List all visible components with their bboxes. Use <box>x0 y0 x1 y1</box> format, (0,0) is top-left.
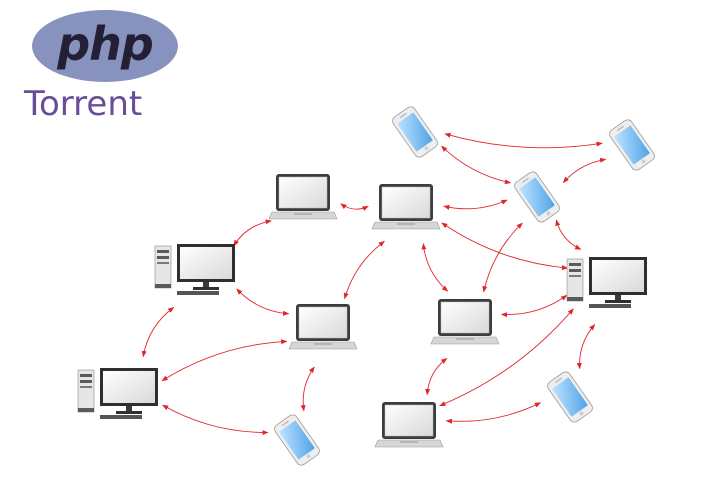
connection-links <box>141 132 607 436</box>
link-laptop-top-center-to-desktop-right <box>441 222 569 271</box>
phone-bottom-right-phone-icon <box>547 371 593 423</box>
link-laptop-top-center-to-laptop-mid-right <box>421 243 449 292</box>
laptop-mid-left-laptop-icon <box>288 304 358 350</box>
php-torrent-logo: php Torrent <box>24 10 178 124</box>
link-laptop-mid-right-to-desktop-right <box>500 294 568 318</box>
php-logo-oval <box>32 10 178 82</box>
link-laptop-bottom-center-to-phone-bottom-right <box>445 402 542 424</box>
link-desktop-right-to-phone-bottom-right <box>576 324 596 370</box>
link-laptop-top-left-to-desktop-left <box>233 219 272 247</box>
desktop-right-desktop-icon <box>566 257 647 308</box>
torrent-title: Torrent <box>24 84 143 124</box>
link-phone-center-to-laptop-mid-right <box>482 222 523 293</box>
link-phone-center-to-desktop-right <box>555 219 582 250</box>
desktop-bottom-left-desktop-icon <box>77 368 158 419</box>
laptop-bottom-center-laptop-icon <box>374 402 444 448</box>
phone-bottom-left-phone-icon <box>274 414 320 466</box>
link-phone-top-left-to-phone-top-right <box>444 132 603 149</box>
link-laptop-top-left-to-laptop-top-center <box>340 203 369 212</box>
link-desktop-left-to-laptop-mid-left <box>236 288 290 316</box>
phone-top-right-phone-icon <box>609 119 655 171</box>
link-phone-top-right-to-phone-center <box>562 157 607 184</box>
phone-center-phone-icon <box>514 171 560 223</box>
link-desktop-left-to-desktop-bottom-left <box>141 307 175 358</box>
network-nodes <box>77 106 655 466</box>
link-laptop-top-center-to-laptop-mid-left <box>343 240 385 300</box>
php-logo-text: php <box>57 17 154 71</box>
link-laptop-bottom-center-to-desktop-right <box>439 308 574 407</box>
link-laptop-mid-right-to-laptop-bottom-center <box>425 358 448 396</box>
link-laptop-mid-left-to-phone-bottom-left <box>300 366 315 412</box>
link-laptop-mid-left-to-desktop-bottom-left <box>161 339 288 382</box>
phone-top-left-phone-icon <box>392 106 438 158</box>
laptop-mid-right-laptop-icon <box>430 299 500 345</box>
laptop-top-left-laptop-icon <box>268 174 338 220</box>
desktop-left-desktop-icon <box>154 244 235 295</box>
link-phone-top-left-to-phone-center <box>441 145 512 185</box>
link-desktop-bottom-left-to-phone-bottom-left <box>162 404 269 436</box>
link-laptop-top-center-to-phone-center <box>443 199 508 210</box>
laptop-top-center-laptop-icon <box>371 184 441 230</box>
